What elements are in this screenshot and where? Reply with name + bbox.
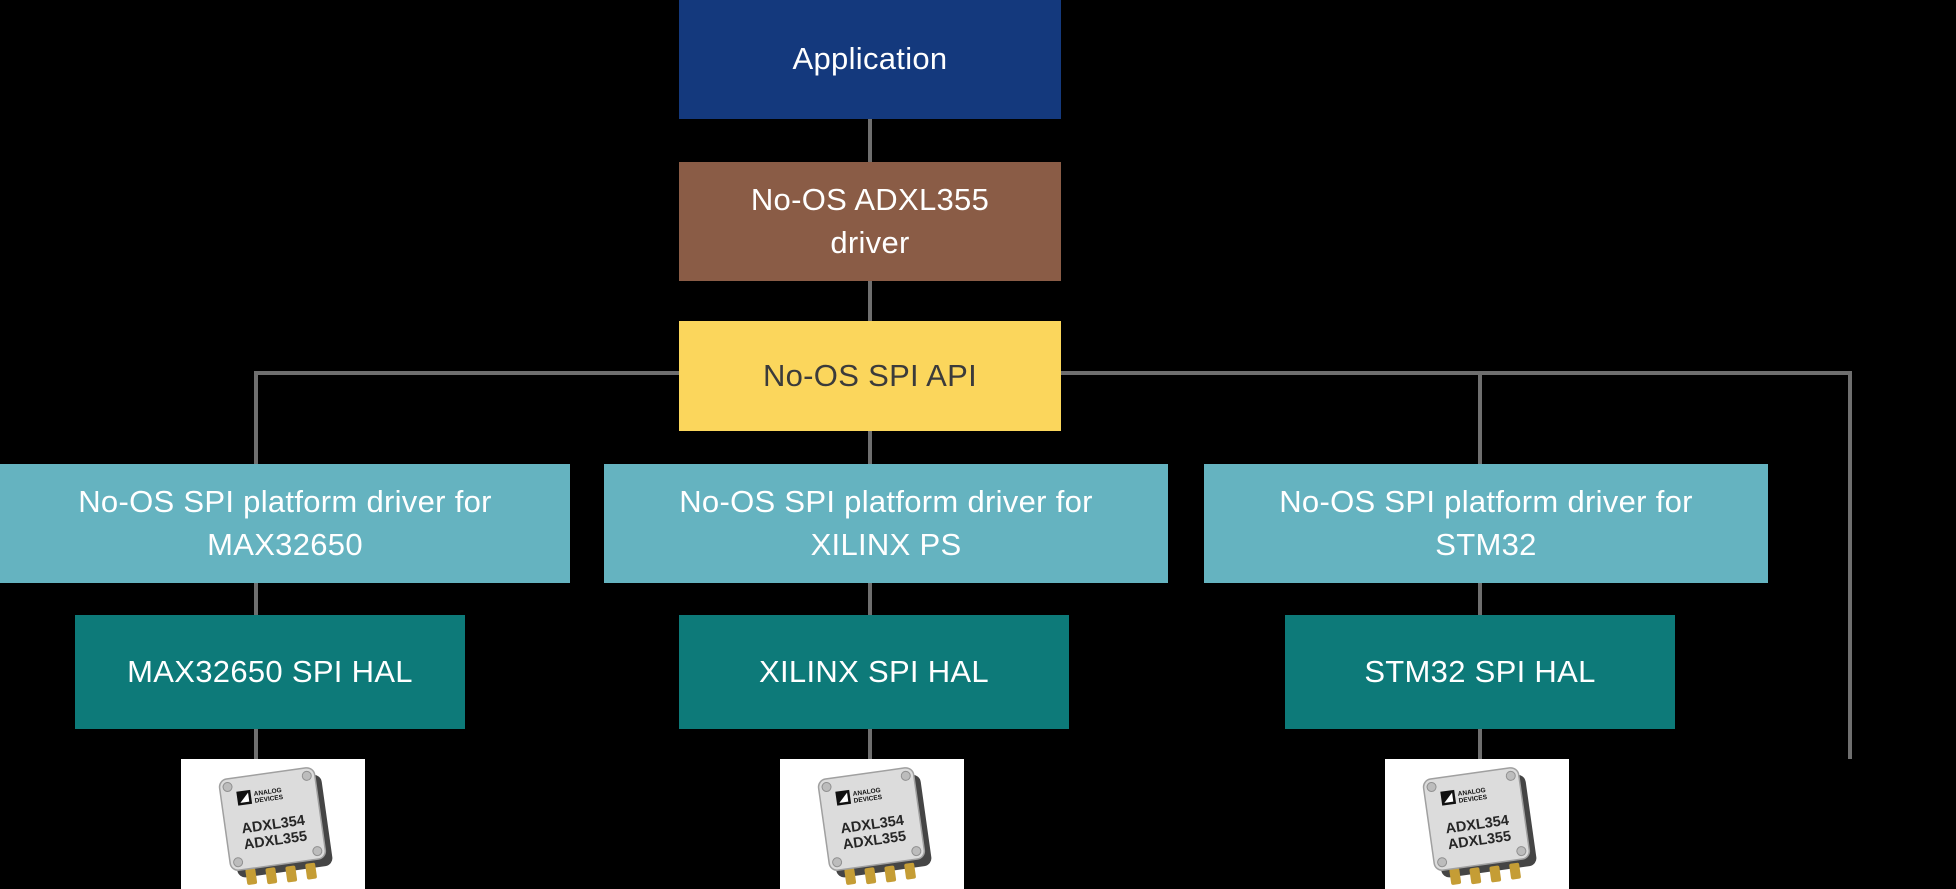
spi-api-label: No-OS SPI API	[762, 357, 978, 393]
platform-driver-box-xilinx-ps: No-OS SPI platform driver for XILINX PS	[604, 464, 1168, 583]
chip-image: ANALOG DEVICES ADXL354 ADXL355	[1385, 759, 1569, 889]
hal-label: STM32 SPI HAL	[1364, 653, 1596, 689]
connector-branch-left	[254, 371, 258, 464]
application-label: Application	[792, 41, 948, 77]
hal-box-stm32: STM32 SPI HAL	[1285, 615, 1675, 729]
platform-driver-label: No-OS SPI platform driver for MAX32650	[78, 483, 492, 562]
connector-hal1-chip1	[254, 729, 258, 759]
chip-image: ANALOG DEVICES ADXL354 ADXL355	[780, 759, 964, 889]
connector-driver-api	[868, 281, 872, 321]
chip-brand-top: ANALOG	[253, 787, 282, 798]
connector-api-platform2	[868, 431, 872, 464]
connector-platform2-hal2	[868, 583, 872, 615]
connector-platform1-hal1	[254, 583, 258, 615]
chip-brand-bottom: DEVICES	[254, 794, 284, 805]
adxl355-driver-label: No-OS ADXL355 driver	[750, 181, 990, 260]
hal-box-xilinx: XILINX SPI HAL	[679, 615, 1069, 729]
chip-brand-bottom: DEVICES	[1458, 794, 1488, 805]
hal-label: MAX32650 SPI HAL	[127, 653, 413, 689]
hal-box-max32650: MAX32650 SPI HAL	[75, 615, 465, 729]
connector-hal2-chip2	[868, 729, 872, 759]
chip-brand-top: ANALOG	[1457, 787, 1486, 798]
platform-driver-label: No-OS SPI platform driver for XILINX PS	[679, 483, 1093, 562]
hal-label: XILINX SPI HAL	[759, 653, 989, 689]
adxl355-driver-box: No-OS ADXL355 driver	[679, 162, 1061, 281]
connector-app-driver	[868, 119, 872, 162]
connector-branch-right	[1478, 371, 1482, 464]
spi-api-box: No-OS SPI API	[679, 321, 1061, 431]
platform-driver-label: No-OS SPI platform driver for STM32	[1279, 483, 1693, 562]
adxl355-chip-photo: ANALOG DEVICES ADXL354 ADXL355	[780, 759, 964, 889]
chip-brand-bottom: DEVICES	[853, 794, 883, 805]
chip-brand-top: ANALOG	[852, 787, 881, 798]
chip-image: ANALOG DEVICES ADXL354 ADXL355	[181, 759, 365, 889]
adxl355-chip-photo: ANALOG DEVICES ADXL354 ADXL355	[181, 759, 365, 889]
connector-branch-far-right	[1848, 371, 1852, 759]
connector-hal3-chip3	[1478, 729, 1482, 759]
platform-driver-box-max32650: No-OS SPI platform driver for MAX32650	[0, 464, 570, 583]
platform-driver-box-stm32: No-OS SPI platform driver for STM32	[1204, 464, 1768, 583]
application-box: Application	[679, 0, 1061, 119]
connector-platform3-hal3	[1478, 583, 1482, 615]
adxl355-chip-photo: ANALOG DEVICES ADXL354 ADXL355	[1385, 759, 1569, 889]
